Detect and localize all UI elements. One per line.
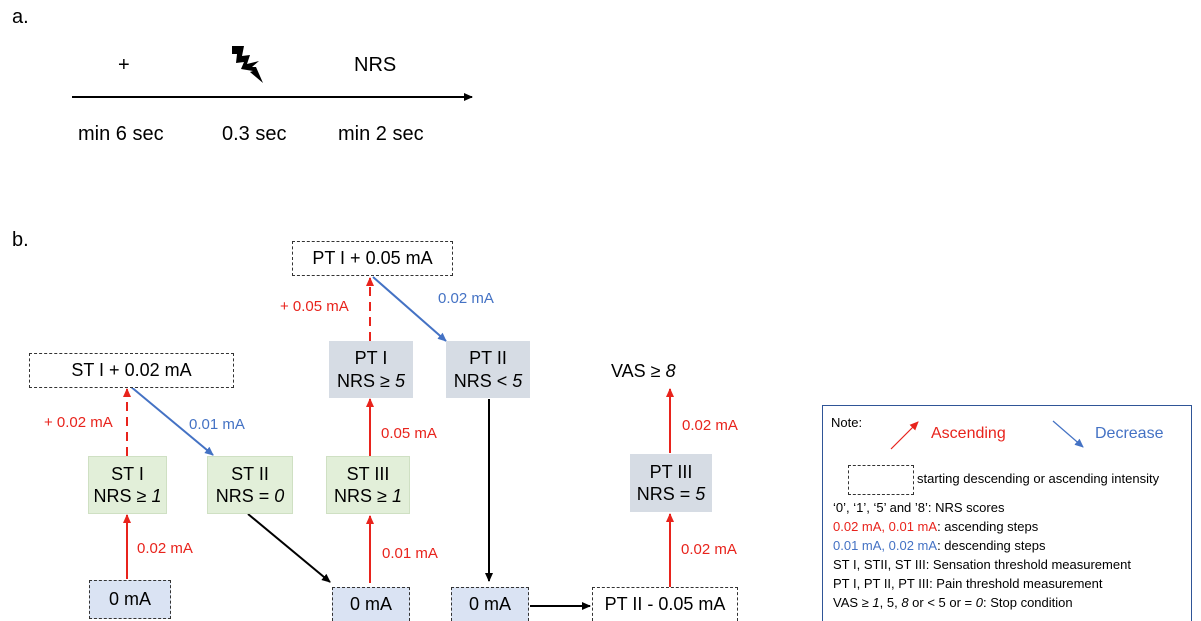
note-box-text: starting descending or ascending intensi… <box>917 471 1160 486</box>
step-pt-ascending: + 0.05 mA <box>280 298 349 315</box>
note-decrease-label: Decrease <box>1095 425 1164 442</box>
pt1-start-box: PT I + 0.05 mA <box>292 241 453 276</box>
zero-ma-box-pt: 0 mA <box>451 587 529 621</box>
note-title: Note: <box>831 415 863 430</box>
note-legend: Note: Ascending Decrease starting descen… <box>822 405 1192 621</box>
decrease-legend-arrow <box>1052 420 1084 448</box>
note-line-vas: VAS ≥ 1, 5, 8 or < 5 or = 0: Stop condit… <box>833 595 1073 610</box>
step-st3-to-pt1: 0.05 mA <box>381 425 437 442</box>
step-st-ascending: + 0.02 mA <box>44 414 113 431</box>
note-line-st: ST I, STII, ST III: Sensation threshold … <box>833 557 1131 572</box>
st3-box: ST III NRS ≥ 1 <box>326 456 410 514</box>
nrs-label: NRS <box>354 54 397 76</box>
panel-a-label: a. <box>12 6 29 28</box>
step-pt3-to-vas: 0.02 mA <box>682 417 738 434</box>
ascending-legend-arrow <box>890 421 919 450</box>
pt1-box: PT I NRS ≥ 5 <box>329 341 413 398</box>
st1-start-box: ST I + 0.02 mA <box>29 353 234 388</box>
step-zero-to-st1: 0.02 mA <box>137 540 193 557</box>
step-zero-to-st3: 0.01 mA <box>382 545 438 562</box>
duration-fixation: min 6 sec <box>78 123 164 145</box>
arrow-st1start-to-st2 <box>129 385 214 456</box>
note-dashed-box-sample <box>848 465 914 495</box>
note-line-pt: PT I, PT II, PT III: Pain threshold meas… <box>833 576 1103 591</box>
step-pt2end-to-pt3: 0.02 mA <box>681 541 737 558</box>
st1-box: ST I NRS ≥ 1 <box>88 456 167 514</box>
vas-stop-condition: VAS ≥ 8 <box>611 361 676 381</box>
note-ascending-label: Ascending <box>931 425 1006 442</box>
fixation-cross: + <box>118 54 130 76</box>
arrow-st2-to-0ma <box>247 513 331 583</box>
st2-box: ST II NRS = 0 <box>207 456 293 514</box>
step-pt-descending: 0.02 mA <box>438 290 494 307</box>
lightning-bolt-icon <box>228 45 266 90</box>
duration-rating: min 2 sec <box>338 123 424 145</box>
pt2-end-box: PT II - 0.05 mA <box>592 587 738 621</box>
zero-ma-box-st3: 0 mA <box>332 587 410 621</box>
step-st-descending: 0.01 mA <box>189 416 245 433</box>
panel-b-label: b. <box>12 229 29 251</box>
note-line-descending: 0.01 mA, 0.02 mA: descending steps <box>833 538 1046 553</box>
arrow-pt1start-to-pt2 <box>372 276 447 342</box>
zero-ma-box-st: 0 mA <box>89 580 171 619</box>
note-line-ascending: 0.02 mA, 0.01 mA: ascending steps <box>833 519 1039 534</box>
pt3-box: PT III NRS = 5 <box>630 454 712 512</box>
duration-stimulus: 0.3 sec <box>222 123 287 145</box>
note-line-nrs: ‘0’, ‘1’, ‘5’ and ’8’: NRS scores <box>833 500 1005 515</box>
pt2-box: PT II NRS < 5 <box>446 341 530 398</box>
